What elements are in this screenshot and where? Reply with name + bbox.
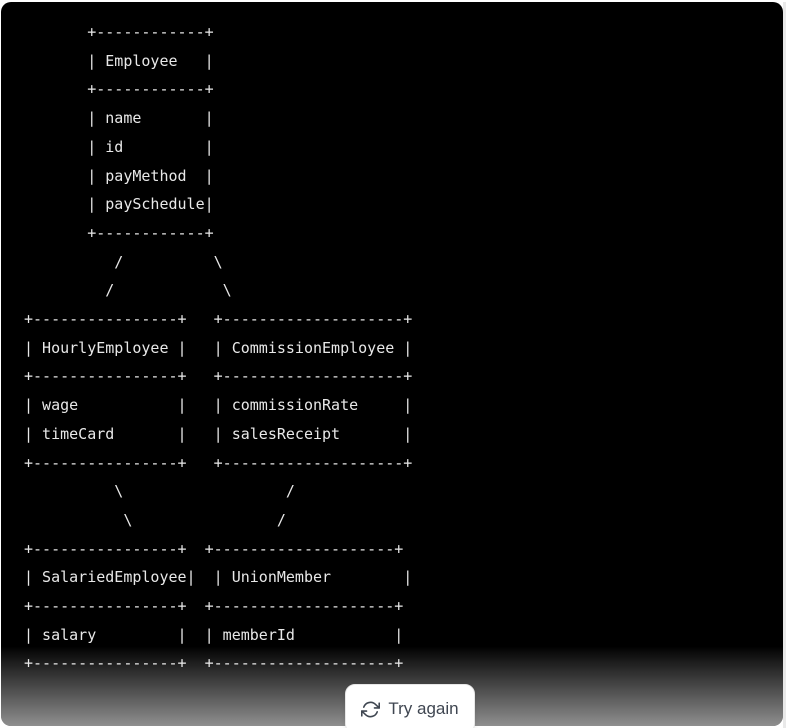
ascii-uml-diagram: +------------+ | Employee | +-----------… [24,23,413,673]
refresh-icon [361,700,381,719]
try-again-label: Try again [388,699,459,718]
scrollbar-track[interactable] [783,2,786,728]
try-again-button[interactable]: Try again [345,684,475,728]
